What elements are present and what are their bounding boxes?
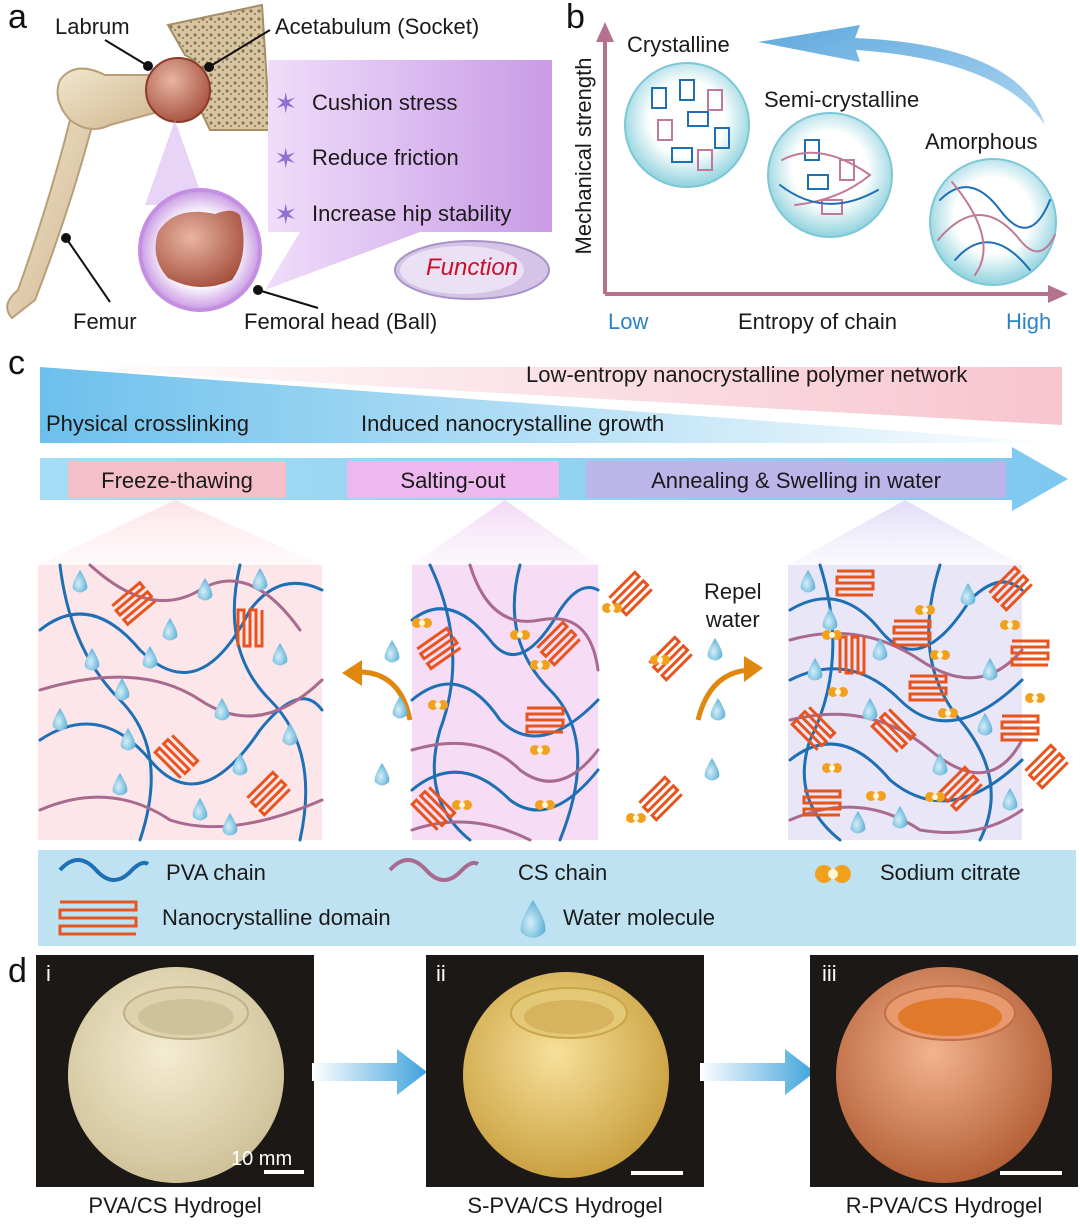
function-item: ✶ Increase hip stability	[274, 186, 511, 242]
x-axis-high: High	[1006, 309, 1052, 334]
panel-a-letter: a	[8, 0, 27, 36]
panel-b-letter: b	[566, 0, 585, 36]
arrow-icon	[312, 1049, 427, 1095]
process-wedges	[40, 367, 1068, 511]
label-femoral-head: Femoral head (Ball)	[244, 309, 438, 334]
nanocrystalline-domain-icon	[58, 900, 138, 936]
x-axis-low: Low	[608, 309, 649, 334]
label-acetabulum: Acetabulum (Socket)	[275, 14, 480, 39]
x-axis-label: Entropy of chain	[738, 309, 897, 334]
panel-d-letter: d	[8, 952, 27, 990]
photo-iii: iii	[810, 955, 1078, 1187]
function-text: Cushion stress	[312, 90, 458, 115]
sodium-citrate-icon	[815, 865, 851, 883]
legend-icons	[58, 858, 851, 938]
entropy-strength-plot	[596, 22, 1068, 303]
y-axis-label: Mechanical strength	[571, 57, 596, 255]
star-icon: ✶	[274, 87, 298, 119]
state-amorphous: Amorphous	[925, 129, 1038, 154]
photo-numeral: iii	[822, 961, 837, 986]
legend-box	[38, 850, 1076, 946]
pva-chain-icon	[58, 858, 150, 882]
function-item: ✶ Reduce friction	[274, 130, 511, 186]
step-salting-out: Salting-out	[400, 468, 506, 493]
function-badge: Function	[425, 254, 519, 281]
photo-i: i 10 mm	[36, 955, 314, 1187]
photo-numeral: ii	[436, 961, 446, 986]
legend-nanocrystalline-domain: Nanocrystalline domain	[162, 905, 391, 930]
star-icon: ✶	[274, 198, 298, 230]
star-icon: ✶	[274, 142, 298, 174]
state-crystalline: Crystalline	[627, 32, 730, 57]
top-wedge-text: Low-entropy nanocrystalline polymer netw…	[526, 362, 968, 387]
label-femur: Femur	[73, 309, 137, 334]
panel-c-letter: c	[8, 344, 25, 382]
hip-joint-illustration	[6, 3, 552, 320]
step-annealing-swelling: Annealing & Swelling in water	[651, 468, 941, 493]
photo-ii: ii	[426, 955, 704, 1187]
hydrogel-photo-i	[68, 967, 304, 1183]
state-semi-crystalline: Semi-crystalline	[764, 87, 920, 112]
step-freeze-thawing: Freeze-thawing	[101, 468, 253, 493]
network-diagrams	[38, 500, 1070, 842]
label-labrum: Labrum	[55, 14, 130, 39]
caption-pva-cs: PVA/CS Hydrogel	[88, 1193, 262, 1218]
scale-bar-label: 10 mm	[231, 1148, 293, 1170]
caption-r-pva-cs: R-PVA/CS Hydrogel	[845, 1193, 1043, 1218]
cs-chain-icon	[388, 858, 480, 882]
function-text: Increase hip stability	[312, 201, 512, 226]
function-list: ✶ Cushion stress ✶ Reduce friction ✶ Inc…	[274, 76, 511, 242]
y-axis-label-wrap: Mechanical strength	[567, 40, 597, 280]
photo-numeral: i	[46, 961, 51, 986]
hydrogel-photo-iii	[836, 967, 1062, 1183]
water-molecule-icon	[520, 900, 546, 938]
legend-cs-chain: CS chain	[518, 860, 608, 885]
physical-crosslinking-text: Physical crosslinking	[46, 411, 249, 436]
repel-water-text: Repel water	[704, 579, 762, 632]
legend-water-molecule: Water molecule	[563, 905, 716, 930]
arrow-icon	[700, 1049, 815, 1095]
hydrogel-photo-ii	[463, 972, 683, 1178]
induced-growth-text: Induced nanocrystalline growth	[361, 411, 665, 436]
function-item: ✶ Cushion stress	[274, 76, 511, 130]
legend-sodium-citrate: Sodium citrate	[880, 860, 1021, 885]
caption-s-pva-cs: S-PVA/CS Hydrogel	[467, 1193, 663, 1218]
function-text: Reduce friction	[312, 145, 459, 170]
legend-pva-chain: PVA chain	[166, 860, 266, 885]
